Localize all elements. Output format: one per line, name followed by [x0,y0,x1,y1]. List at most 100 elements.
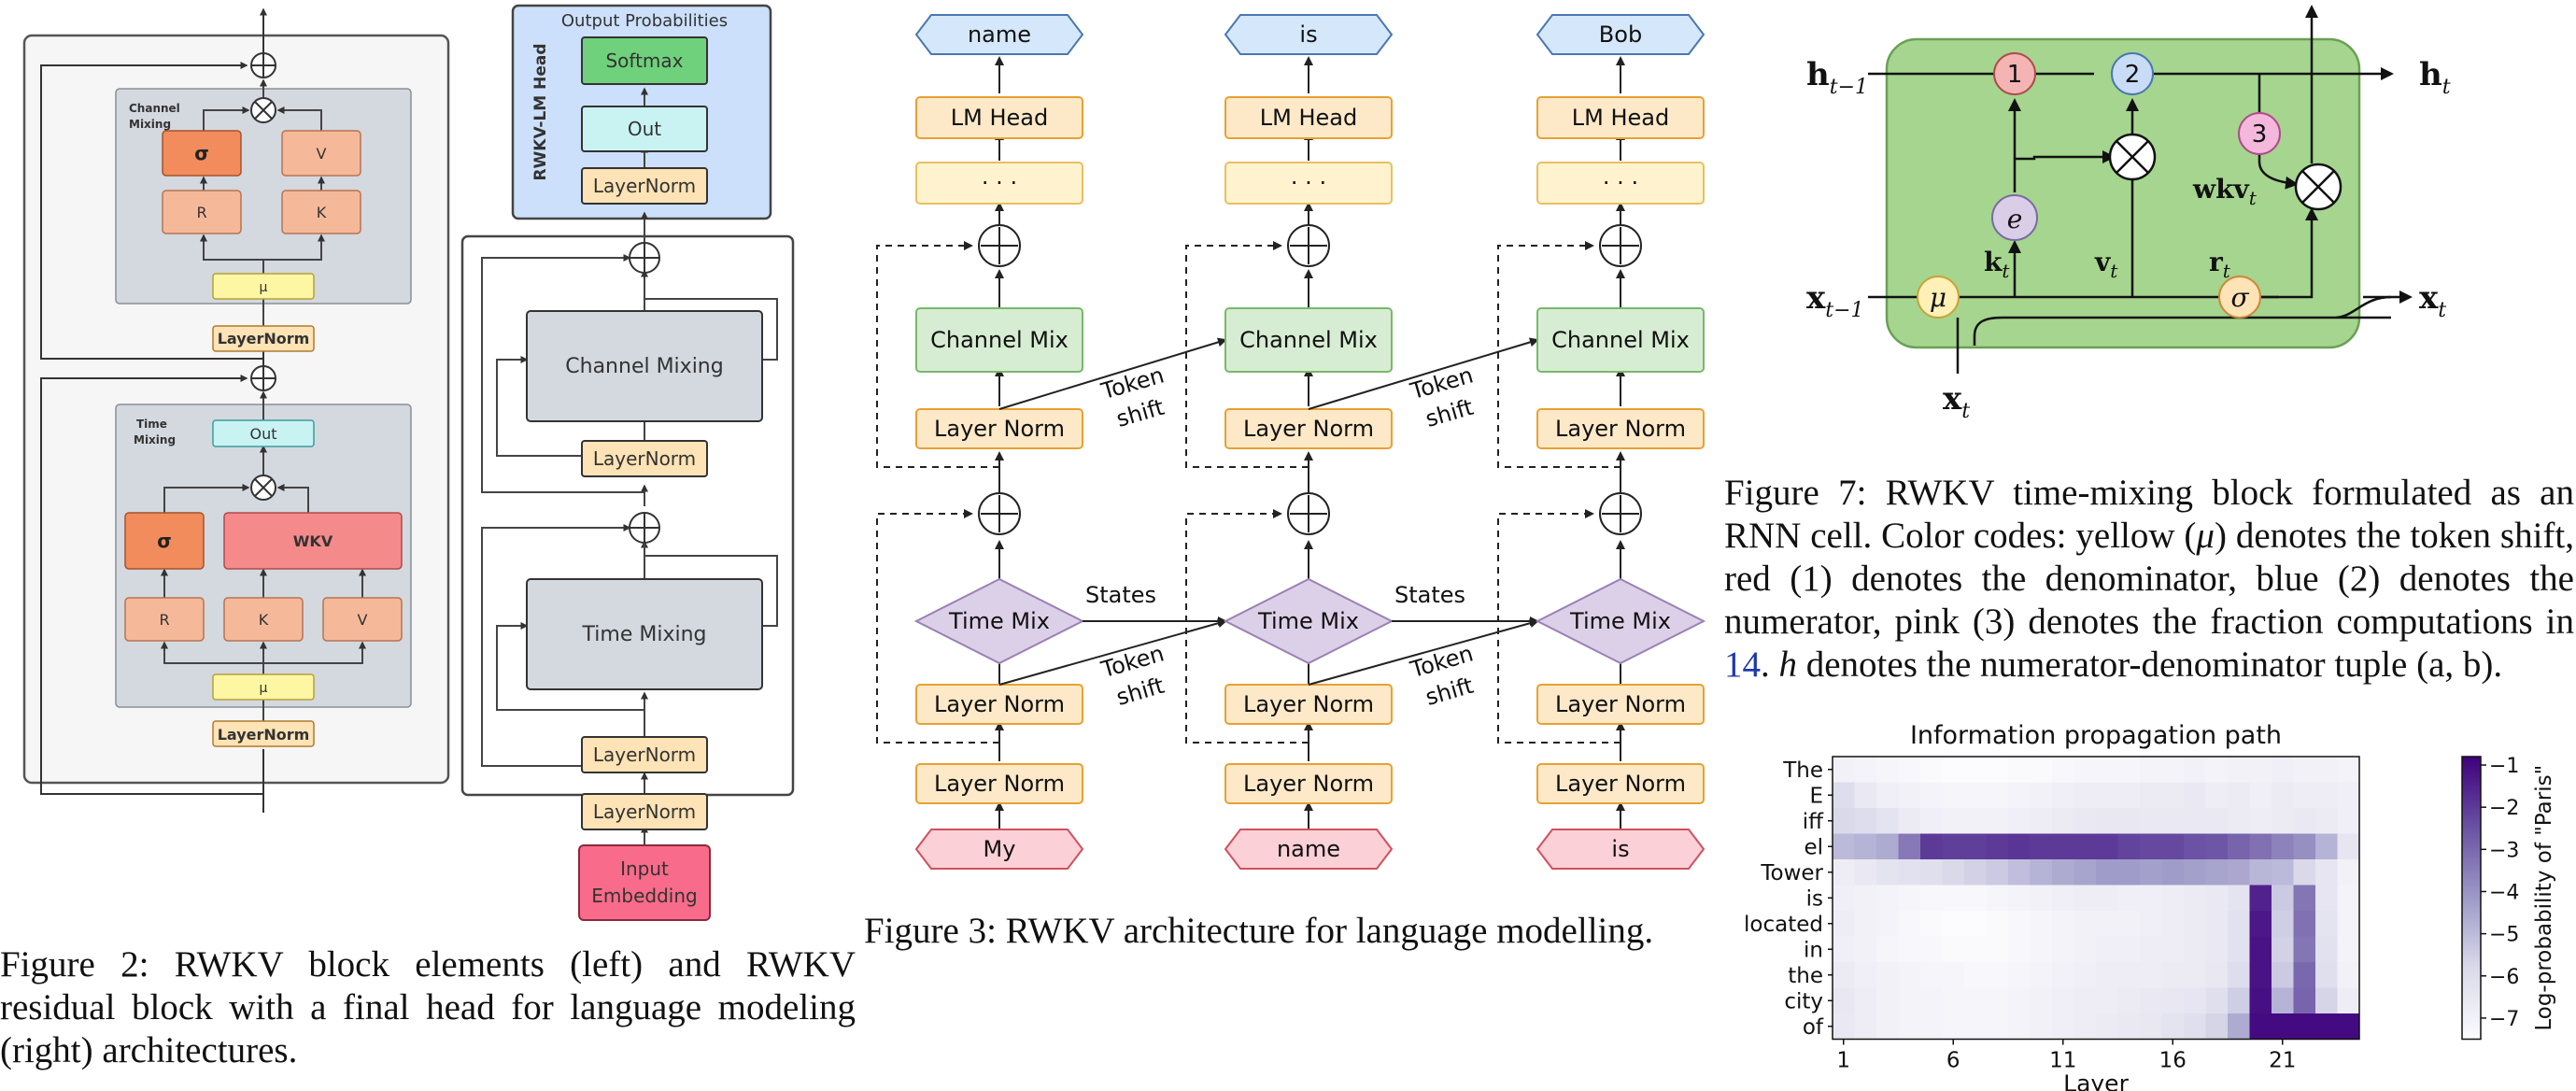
heatmap-title: Information propagation path [1910,721,2282,750]
fig7-caption-ref-link[interactable]: 14 [1724,645,1761,685]
heatmap-row-label: Tower [1760,861,1823,886]
heatmap-cell [1964,782,1987,809]
heatmap-cell [2184,833,2206,860]
time-mu-label: μ [260,681,268,696]
fig3-input-token-label: My [984,836,1016,862]
heatmap-cell [1833,757,1855,783]
heatmap-cell [1833,885,1855,912]
heatmap-chart: Information propagation pathTheEiffelTow… [1744,721,2556,1091]
channel-add-icon-right-plus [630,244,658,272]
fig3-ellipsis-label: · · · [1291,170,1326,196]
heatmap-xlabel: Layer [2063,1070,2129,1091]
heatmap-cell [2052,885,2074,912]
heatmap-cell [1854,833,1877,860]
x-t-in-sub: t [1961,400,1970,423]
node-1-denominator [1993,52,2036,95]
time-out-label: Out [249,425,276,443]
heatmap-cell [2337,987,2360,1014]
x-t-in-main: x [1943,380,1962,418]
heatmap-cell [2315,987,2338,1014]
fig3-add-icon-time-plus [1290,495,1327,532]
fig3-residual-channel [876,241,999,468]
heatmap-cell [2096,911,2118,937]
fig7-caption-mu: μ [2196,516,2215,556]
heatmap-cell [2315,911,2338,937]
heatmap-cell [2074,936,2097,963]
heatmap-cell [2161,936,2185,963]
heatmap-cell [1942,833,1965,860]
v-t-sub: t [2110,260,2118,282]
heatmap-cell [2096,833,2118,860]
rnn-multiply-icon-1-cross [2116,140,2149,174]
fig3-input-token-box [1224,829,1394,870]
colorbar-tick-label: −3 [2489,839,2519,862]
heatmap-cell [1876,936,1899,963]
fig3-lm-head-box [1224,96,1393,139]
heatmap-cell [2117,987,2141,1014]
heatmap-cell [2074,833,2097,860]
fig3-token-shift-time-arrow [998,618,1227,686]
fig3-residual-time [876,509,999,744]
time-mixing-title-2: Mixing [134,433,176,446]
heatmap-row-label: the [1788,964,1823,988]
heatmap-cell [2161,987,2185,1014]
fig3-layer-norm-channel-box [1536,408,1705,449]
time-layernorm-box [212,720,315,747]
heatmap-cell [1876,911,1899,937]
input-embedding-label-1: Input [620,857,669,880]
heatmap-cell [2228,962,2250,988]
heatmap-cell [1942,859,1965,886]
heatmap-cell [2030,936,2053,963]
heatmap-cell [2008,859,2031,886]
heatmap-cell [2315,962,2338,988]
fig3-ellipsis-box [1536,162,1705,205]
heatmap-cell [2249,782,2272,809]
heatmap-x-tick-label: 11 [2049,1049,2076,1073]
fig3-time-mix-box [1535,577,1706,665]
fig3-residual-time [1497,509,1621,744]
heatmap-cell [1854,1013,1877,1040]
heatmap-cell [2205,936,2229,963]
wkv-t-main: wkv [2192,174,2250,205]
heatmap-cell [2249,936,2272,963]
heatmap-cell [1920,782,1943,809]
heatmap-cell [1876,987,1899,1014]
heatmap-cell [2337,757,2360,783]
fig3-output-token-label: name [968,21,1031,48]
heatmap-cell [2030,859,2053,886]
heatmap-cell [2074,782,2097,809]
heatmap-cell [2030,1013,2053,1040]
heatmap-cell [2337,808,2360,834]
heatmap-cell [2272,936,2294,963]
channel-layernorm-label: LayerNorm [218,330,310,347]
heatmap-cell [2228,859,2250,886]
channel-mu-box [212,273,315,300]
heatmap-cell [2161,808,2185,834]
time-out-box [212,419,315,447]
heatmap-cell [1986,987,2009,1014]
h-prev-sub: t−1 [1830,76,1868,99]
heatmap-cell [2228,1013,2250,1040]
h-prev-label: ht−1 [1806,56,1868,99]
fig3-ellipsis-box [915,162,1083,205]
fig3-output-token-label: is [1299,21,1317,48]
fig3-lm-head-box [915,96,1083,139]
heatmap-cell [1854,859,1877,886]
heatmap-cell [2096,987,2118,1014]
fig3-ellipsis-box [1224,162,1393,205]
heatmap-cell [2228,833,2250,860]
heatmap-cell [2074,1013,2097,1040]
fig3-layer-norm-input-label: Layer Norm [934,771,1065,797]
heatmap-cell [2074,885,2097,912]
heatmap-cell [2337,782,2360,809]
fig3-layer-norm-input-box [1536,763,1705,804]
heatmap-cell [2315,859,2338,886]
v-t-main: v [2094,247,2111,277]
fig3-channel-mix-box [1224,307,1393,373]
heatmap-cell [1854,962,1877,988]
heatmap-cell [1833,1013,1855,1040]
time-add-icon-plus [252,367,275,390]
heatmap-cell [1920,987,1943,1014]
heatmap-cell [1986,833,2009,860]
heatmap-cell [2161,1013,2185,1040]
